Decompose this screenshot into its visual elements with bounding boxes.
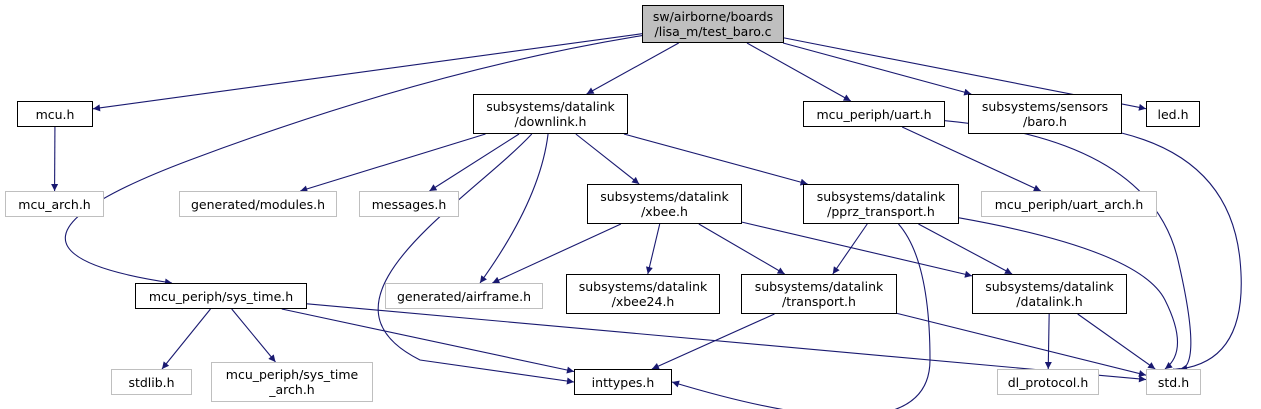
node-uart-arch: mcu_periph/uart_arch.h [981, 191, 1157, 217]
edge-xbee-to-transport [698, 223, 785, 275]
edge-datalink-to-dl_protocol [1044, 313, 1052, 370]
edge-xbee-to-datalink [741, 221, 973, 278]
node-stdlib: stdlib.h [111, 369, 192, 395]
node-uart[interactable]: mcu_periph/uart.h [803, 101, 945, 127]
edge-pprz-to-transport [832, 223, 868, 275]
node-gen-modules: generated/modules.h [179, 191, 337, 217]
edge-pprz-to-std [958, 217, 1179, 370]
edge-uart-to-uart_arch [901, 126, 1042, 192]
edge-xbee-to-xbee24 [646, 223, 661, 275]
node-mcu[interactable]: mcu.h [17, 101, 93, 127]
node-messages: messages.h [359, 191, 459, 217]
edge-uart-to-std [944, 120, 1192, 375]
edge-downlink-to-inttypes [377, 133, 575, 385]
edge-sys_time-to-std [306, 303, 1147, 383]
edge-xbee-to-gen_airframe [492, 223, 622, 284]
edge-transport-to-std [896, 312, 1147, 377]
node-sys-time[interactable]: mcu_periph/sys_time.h [135, 283, 307, 309]
edge-pprz-to-inttypes [671, 223, 931, 409]
edge-sys_time-to-stdlib [161, 308, 211, 370]
edge-pprz-to-datalink [918, 223, 1013, 275]
node-dl-protocol: dl_protocol.h [997, 369, 1099, 395]
node-root: sw/airborne/boards /lisa_m/test_baro.c [642, 5, 784, 43]
node-gen-airframe: generated/airframe.h [385, 283, 543, 309]
edge-downlink-to-gen_airframe [479, 133, 549, 284]
edge-root-to-uart [746, 42, 852, 102]
edge-sys_time-to-sys_time_arch [231, 308, 276, 363]
node-led[interactable]: led.h [1146, 101, 1200, 127]
node-xbee24[interactable]: subsystems/datalink /xbee24.h [566, 274, 720, 314]
node-std: std.h [1146, 369, 1201, 395]
node-downlink[interactable]: subsystems/datalink /downlink.h [473, 94, 628, 134]
node-pprz[interactable]: subsystems/datalink /pprz_transport.h [803, 184, 959, 224]
node-xbee[interactable]: subsystems/datalink /xbee.h [587, 184, 742, 224]
node-inttypes[interactable]: inttypes.h [574, 369, 672, 395]
edge-root-to-downlink [586, 42, 679, 95]
edge-downlink-to-gen_modules [300, 133, 486, 193]
edge-sys_time-to-inttypes [281, 308, 575, 374]
edge-transport-to-inttypes [651, 313, 775, 370]
node-baro[interactable]: subsystems/sensors /baro.h [968, 94, 1122, 134]
edge-baro-to-std [1121, 132, 1242, 372]
node-transport[interactable]: subsystems/datalink /transport.h [741, 274, 897, 314]
node-datalink[interactable]: subsystems/datalink /datalink.h [972, 274, 1127, 314]
edge-datalink-to-std [1077, 313, 1156, 370]
edge-downlink-to-xbee [575, 133, 640, 185]
edge-root-to-mcu [92, 33, 643, 112]
node-mcu-arch: mcu_arch.h [5, 191, 104, 217]
node-sys-time-arch: mcu_periph/sys_time _arch.h [211, 362, 373, 402]
edge-root-to-baro [782, 42, 972, 96]
edge-downlink-to-messages [429, 133, 520, 192]
edge-downlink-to-pprz [623, 133, 808, 186]
edge-root-to-sys_time [64, 34, 643, 286]
